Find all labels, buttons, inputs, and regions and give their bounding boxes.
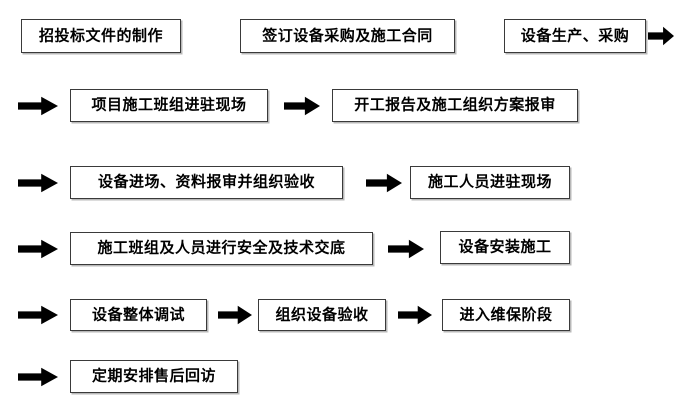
flow-node-label: 施工人员进驻现场 [427,172,552,191]
right-block-arrow-icon [648,26,674,46]
flow-node-label: 签订设备采购及施工合同 [262,26,433,44]
flow-node-label: 设备整体调试 [91,305,185,323]
flow-node[interactable]: 施工人员进驻现场 [410,166,570,199]
flow-node-label: 定期安排售后回访 [91,366,216,385]
right-block-arrow-icon [18,96,58,116]
flow-node[interactable]: 定期安排售后回访 [70,360,238,393]
right-block-arrow-icon [284,96,320,116]
flow-node[interactable]: 进入维保阶段 [442,299,570,331]
flow-node-label: 开工报告及施工组织方案报审 [354,95,556,114]
flow-node[interactable]: 签订设备采购及施工合同 [240,19,455,53]
flow-node-label: 施工班组及人员进行安全及技术交底 [97,238,346,257]
flow-node[interactable]: 组织设备验收 [258,299,386,331]
flow-node[interactable]: 设备整体调试 [70,299,207,331]
flow-node[interactable]: 设备安装施工 [440,231,570,264]
right-block-arrow-icon [366,173,402,193]
flow-node[interactable]: 招投标文件的制作 [21,19,181,53]
right-block-arrow-icon [18,367,58,387]
right-block-arrow-icon [218,305,252,325]
flow-node[interactable]: 开工报告及施工组织方案报审 [332,89,578,122]
right-block-arrow-icon [388,239,424,259]
flow-node[interactable]: 设备进场、资料报审并组织验收 [70,166,343,199]
flow-node-label: 设备生产、采购 [520,26,630,44]
flow-node[interactable]: 设备生产、采购 [504,19,646,53]
flow-node-label: 设备进场、资料报审并组织验收 [97,172,315,191]
flow-node-label: 进入维保阶段 [459,305,553,323]
right-block-arrow-icon [18,239,58,259]
flow-node-label: 组织设备验收 [275,305,369,323]
flow-node-label: 设备安装施工 [458,237,552,256]
flow-node-label: 招投标文件的制作 [38,26,163,44]
flow-node-label: 项目施工班组进驻现场 [91,95,247,114]
flow-node[interactable]: 施工班组及人员进行安全及技术交底 [70,232,373,265]
flow-node[interactable]: 项目施工班组进驻现场 [70,89,268,122]
right-block-arrow-icon [18,173,58,193]
right-block-arrow-icon [18,305,58,325]
right-block-arrow-icon [398,305,432,325]
